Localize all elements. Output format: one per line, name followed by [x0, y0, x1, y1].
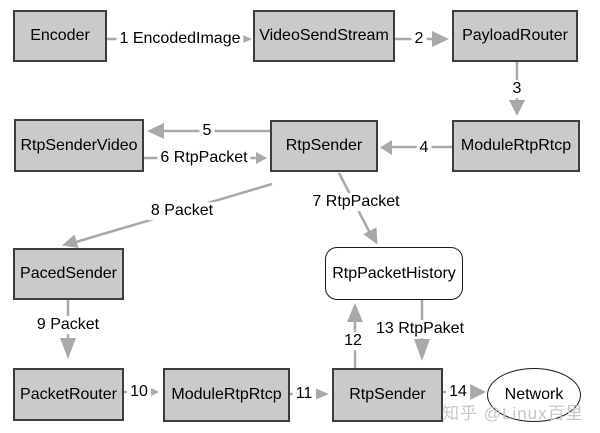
edge-label-12: 12 — [341, 332, 365, 350]
node-module-rtp-rtcp-top: ModuleRtpRtcp — [452, 120, 580, 172]
edge-label-7: 7 RtpPacket — [309, 193, 403, 211]
edge-label-10: 10 — [127, 383, 151, 401]
edge-label-4: 4 — [416, 139, 432, 157]
arrow-5 — [147, 123, 270, 139]
watermark: 知乎 @Linux百里 — [442, 404, 584, 423]
node-video-send-stream: VideoSendStream — [253, 10, 395, 62]
edge-label-13: 13 RtpPaket — [372, 320, 468, 338]
node-rtp-sender-video: RtpSenderVideo — [14, 119, 144, 172]
node-network: Network — [487, 368, 581, 422]
node-payload-router: PayloadRouter — [452, 10, 578, 62]
edge-label-14: 14 — [446, 383, 470, 401]
node-paced-sender: PacedSender — [13, 248, 124, 300]
edge-label-11: 11 — [292, 385, 316, 403]
node-module-rtp-rtcp-bottom: ModuleRtpRtcp — [163, 368, 290, 422]
edge-label-8: 8 Packet — [147, 202, 217, 220]
edge-label-6: 6 RtpPacket — [157, 149, 251, 167]
edge-label-9: 9 Packet — [33, 316, 103, 334]
edge-label-5: 5 — [199, 122, 215, 140]
node-encoder: Encoder — [13, 10, 107, 62]
edge-label-2: 2 — [411, 30, 427, 48]
edge-label-3: 3 — [509, 80, 525, 98]
node-rtp-sender-bottom: RtpSender — [332, 368, 443, 422]
node-rtp-packet-history: RtpPacketHistory — [325, 247, 463, 300]
node-rtp-sender-top: RtpSender — [270, 120, 378, 172]
edge-label-1: 1 EncodedImage — [116, 30, 244, 48]
node-packet-router: PacketRouter — [13, 368, 124, 421]
